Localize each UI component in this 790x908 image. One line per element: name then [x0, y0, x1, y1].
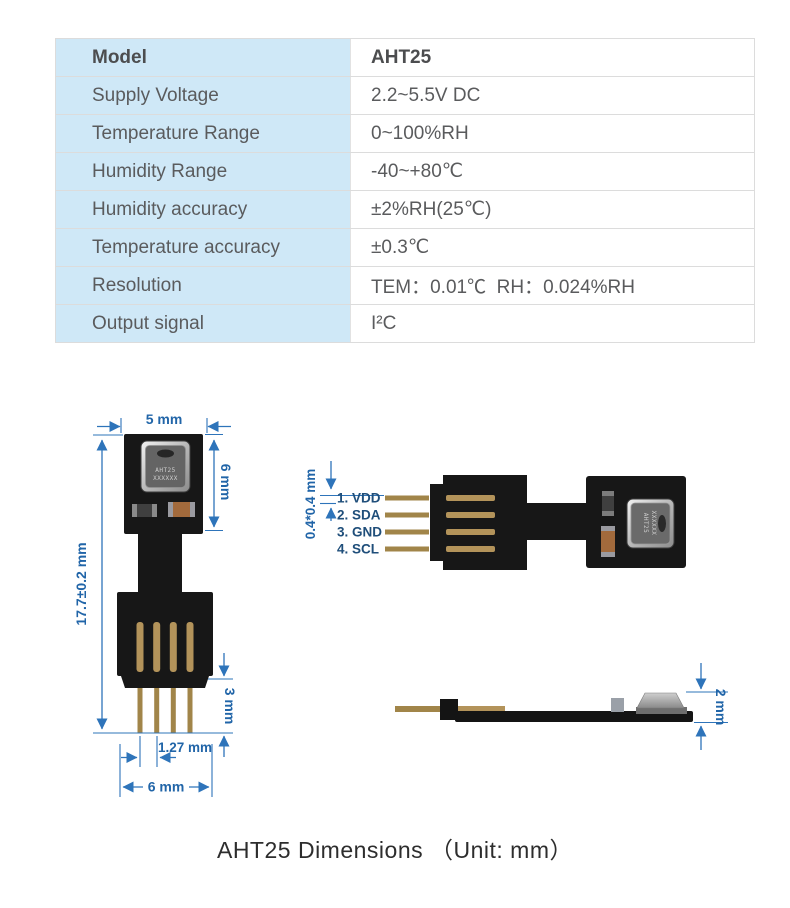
spec-value: I²C — [371, 312, 397, 334]
side-pin — [395, 706, 441, 712]
spec-value-cell: AHT25 — [351, 39, 754, 76]
dim-pin-length: 3 mm — [208, 653, 238, 757]
dim-head-height: 6 mm — [205, 433, 234, 532]
spec-value-cell: ±0.3℃ — [351, 229, 754, 266]
pin-label-gnd: 3. GND — [337, 525, 382, 540]
spec-value-cell: 0~100%RH — [351, 115, 754, 152]
pinout-labels: 1. VDD 2. SDA 3. GND 4. SCL — [337, 491, 382, 557]
front-pins — [137, 688, 193, 733]
pin-label-scl: 4. SCL — [337, 542, 379, 557]
pin-label-vdd: 1. VDD — [337, 491, 381, 506]
dim-label-pin-cross-section: 0.4*0.4 mm — [303, 469, 318, 540]
dim-label-pin-pitch: 1.27 mm — [158, 740, 212, 755]
dim-top-width: 5 mm — [97, 411, 231, 433]
table-row: Output signal I²C — [56, 305, 754, 343]
dim-label-pin-length: 3 mm — [222, 688, 238, 725]
dim-label-top-width: 5 mm — [146, 411, 183, 427]
top-view: AHT25 XXXXXX 0.4*0.4 mm 1. VDD 2. SDA 3.… — [303, 461, 686, 570]
side-component — [611, 698, 624, 712]
chip-vent-hole — [157, 449, 174, 458]
spec-label-cell: Temperature accuracy — [56, 229, 351, 266]
spec-value: AHT25 — [371, 46, 432, 68]
spec-label-cell: Output signal — [56, 305, 351, 342]
spec-label-cell: Resolution — [56, 267, 351, 304]
spec-value: TEM：0.01℃ RH：0.024%RH — [371, 277, 635, 298]
spec-value: 2.2~5.5V DC — [371, 84, 481, 106]
spec-label: Temperature accuracy — [92, 236, 280, 258]
spec-value: -40~+80℃ — [371, 161, 464, 182]
table-row: Temperature accuracy ±0.3℃ — [56, 229, 754, 267]
dim-pin-cross-section: 0.4*0.4 mm — [303, 461, 384, 539]
side-view: 2 mm — [395, 663, 729, 750]
front-sensor-chip: AHT25 XXXXXX — [140, 440, 191, 493]
table-row: Humidity accuracy ±2%RH(25℃) — [56, 191, 754, 229]
dim-total-height: 17.7±0.2 mm — [73, 434, 233, 734]
front-view: AHT25 XXXXXX — [73, 411, 238, 797]
spec-label-cell: Temperature Range — [56, 115, 351, 152]
dim-label-total-height: 17.7±0.2 mm — [73, 542, 89, 625]
spec-value-cell: -40~+80℃ — [351, 153, 754, 190]
spec-table: Model AHT25 Supply Voltage 2.2~5.5V DC T… — [55, 38, 755, 343]
front-resistor — [132, 504, 157, 517]
dim-pin-pitch: 1.27 mm — [121, 736, 212, 767]
spec-label-cell: Model — [56, 39, 351, 76]
spec-value-cell: TEM：0.01℃ RH：0.024%RH — [351, 267, 754, 304]
spec-value: 0~100%RH — [371, 122, 469, 144]
table-row: Model AHT25 — [56, 39, 754, 77]
chip-marking-line2: XXXXXX — [153, 475, 178, 482]
spec-value: ±0.3℃ — [371, 237, 430, 258]
spec-label: Humidity accuracy — [92, 198, 248, 220]
spec-value-cell: 2.2~5.5V DC — [351, 77, 754, 114]
side-board — [455, 711, 693, 722]
spec-label-cell: Supply Voltage — [56, 77, 351, 114]
spec-label-cell: Humidity Range — [56, 153, 351, 190]
side-connector-block — [440, 699, 458, 720]
spec-label: Humidity Range — [92, 160, 228, 182]
dim-label-bottom-width: 6 mm — [148, 779, 185, 795]
spec-label: Resolution — [92, 274, 182, 296]
dim-label-thickness: 2 mm — [713, 689, 729, 726]
chip-marking-line2: XXXXXX — [650, 511, 657, 536]
table-row: Resolution TEM：0.01℃ RH：0.024%RH — [56, 267, 754, 305]
top-pins — [385, 495, 429, 552]
diagram-caption: AHT25 Dimensions （Unit: mm） — [216, 837, 574, 863]
table-row: Temperature Range 0~100%RH — [56, 115, 754, 153]
pin-label-sda: 2. SDA — [337, 508, 381, 523]
front-gold-pads — [136, 622, 194, 672]
chip-marking-line1: AHT25 — [155, 467, 176, 474]
spec-label: Supply Voltage — [92, 84, 219, 106]
chip-marking-line1: AHT25 — [642, 513, 649, 534]
side-gold-strip — [458, 706, 505, 712]
spec-label: Model — [92, 46, 147, 68]
dim-label-head-height: 6 mm — [218, 464, 234, 501]
spec-value-cell: ±2%RH(25℃) — [351, 191, 754, 228]
dim-bottom-width: 6 mm — [119, 744, 213, 797]
top-gold-pads — [446, 495, 495, 552]
dim-thickness: 2 mm — [686, 663, 729, 750]
spec-label: Output signal — [92, 312, 204, 334]
chip-vent-hole — [658, 515, 666, 532]
top-capacitor — [601, 526, 615, 557]
spec-value-cell: I²C — [351, 305, 754, 342]
front-capacitor — [168, 502, 195, 517]
spec-value: ±2%RH(25℃) — [371, 199, 492, 220]
top-sensor-chip: AHT25 XXXXXX — [626, 498, 675, 549]
table-row: Humidity Range -40~+80℃ — [56, 153, 754, 191]
top-resistor — [602, 491, 614, 516]
spec-label-cell: Humidity accuracy — [56, 191, 351, 228]
spec-label: Temperature Range — [92, 122, 260, 144]
side-sensor-chip — [636, 692, 687, 714]
table-row: Supply Voltage 2.2~5.5V DC — [56, 77, 754, 115]
